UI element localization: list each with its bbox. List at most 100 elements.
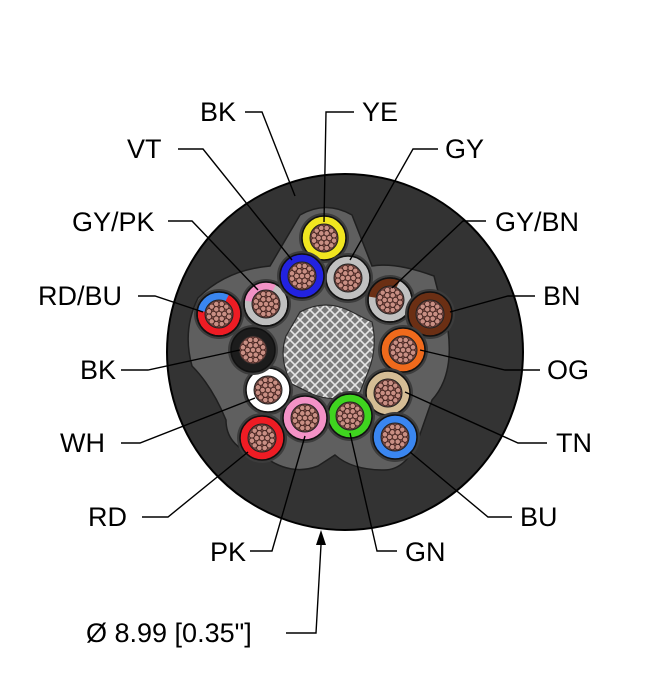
conductor-strand bbox=[326, 235, 333, 241]
conductor-strand bbox=[255, 347, 262, 353]
conductor-strand bbox=[402, 436, 408, 443]
conductor-strand bbox=[289, 270, 295, 277]
conductor-strand bbox=[275, 384, 281, 391]
label-wh: WH bbox=[60, 428, 105, 458]
conductor-strand bbox=[265, 296, 272, 303]
label-gn: GN bbox=[405, 537, 446, 567]
conductor-strand bbox=[341, 413, 348, 419]
conductor-strand bbox=[387, 297, 393, 303]
conductor-strand bbox=[247, 342, 254, 349]
conductor-strand bbox=[429, 321, 436, 327]
conductor-strand bbox=[270, 293, 277, 300]
conductor-strand bbox=[352, 282, 359, 289]
conductor-strand bbox=[309, 422, 316, 429]
conductor-strand bbox=[268, 301, 275, 307]
conductor-strand bbox=[262, 382, 269, 389]
conductor-strand bbox=[253, 435, 260, 441]
conductor-strand bbox=[264, 435, 271, 441]
conductor-strand bbox=[257, 379, 264, 386]
leader-line-gy-pk bbox=[168, 220, 259, 291]
conductor-strand bbox=[389, 444, 396, 450]
conductor-strand bbox=[424, 321, 431, 327]
conductor-strand bbox=[252, 357, 259, 363]
conductor-strand bbox=[424, 301, 431, 307]
conductor-strand bbox=[382, 400, 389, 406]
leader-line-rd-bu bbox=[138, 295, 204, 313]
conductor-strand bbox=[265, 311, 272, 317]
label-bk-conductor: BK bbox=[80, 355, 116, 385]
conductor-strand bbox=[257, 339, 264, 346]
conductor-strand bbox=[213, 306, 220, 313]
conductor-strand bbox=[377, 294, 383, 301]
label-gy-bn: GY/BN bbox=[495, 207, 579, 237]
conductor-strand bbox=[291, 265, 298, 272]
conductor-layer bbox=[194, 213, 455, 463]
conductor-strand bbox=[206, 313, 212, 320]
conductor-strand bbox=[402, 357, 409, 363]
conductor-strand bbox=[273, 298, 279, 305]
conductor-strand bbox=[256, 430, 263, 437]
conductor-strand bbox=[389, 307, 396, 313]
conductor-strand bbox=[247, 351, 254, 358]
conductor-strand bbox=[402, 351, 409, 358]
conductor-strand bbox=[296, 263, 303, 269]
conductor-strand bbox=[267, 397, 274, 403]
conductor-strand bbox=[345, 275, 351, 281]
conductor-strand bbox=[304, 273, 311, 279]
conductor-strand bbox=[262, 391, 269, 398]
conductor-strand bbox=[344, 423, 351, 429]
conductor-strand bbox=[292, 417, 298, 424]
conductor-strand bbox=[260, 296, 267, 303]
conductor-strand bbox=[392, 297, 399, 303]
leader-lines bbox=[121, 111, 547, 552]
conductor-strand bbox=[260, 291, 267, 297]
conductor-strand bbox=[296, 283, 303, 289]
conductor-rd-bu bbox=[194, 289, 244, 339]
conductor-strand bbox=[434, 318, 441, 325]
conductor-strand bbox=[255, 308, 262, 315]
conductor-strand bbox=[261, 445, 268, 451]
label-vt: VT bbox=[127, 134, 162, 164]
conductor-strand bbox=[328, 242, 335, 249]
conductor-strand bbox=[226, 313, 232, 320]
conductor-strand bbox=[257, 394, 264, 401]
conductor-strand bbox=[394, 347, 401, 353]
conductor-strand bbox=[434, 303, 441, 310]
conductor-vt bbox=[277, 251, 327, 301]
conductor-strand bbox=[397, 299, 403, 306]
conductor-strand bbox=[357, 415, 363, 422]
conductor-strand bbox=[299, 273, 305, 279]
conductor-strand bbox=[395, 392, 401, 399]
conductor-strand bbox=[410, 344, 416, 351]
conductor-strand bbox=[250, 347, 256, 353]
conductor-strand bbox=[344, 417, 351, 424]
conductor-strand bbox=[309, 270, 315, 277]
conductor-strand bbox=[309, 275, 315, 282]
label-bn: BN bbox=[543, 281, 581, 311]
conductor-strand bbox=[352, 267, 359, 274]
label-og: OG bbox=[547, 355, 589, 385]
conductor-strand bbox=[347, 285, 354, 291]
conductor-strand bbox=[301, 268, 308, 275]
label-ye: YE bbox=[362, 97, 398, 127]
conductor-strand bbox=[252, 351, 259, 358]
conductor-strand bbox=[306, 280, 313, 287]
label-jacket-bk: BK bbox=[200, 97, 236, 127]
conductor-strand bbox=[407, 354, 414, 361]
conductor-strand bbox=[304, 425, 311, 431]
conductor-strand bbox=[304, 410, 311, 417]
conductor-strand bbox=[384, 307, 391, 313]
conductor-gy-bn bbox=[365, 275, 415, 325]
conductor-strand bbox=[208, 303, 215, 310]
conductor-strand bbox=[304, 419, 311, 426]
leader-line-ye bbox=[323, 111, 354, 223]
conductor-tn bbox=[363, 368, 413, 418]
conductor-strand bbox=[273, 303, 279, 310]
conductor-strand bbox=[289, 275, 295, 282]
conductor-strand bbox=[267, 382, 274, 389]
conductor-strand bbox=[397, 357, 404, 363]
conductor-strand bbox=[387, 380, 394, 386]
conductor-strand bbox=[256, 445, 263, 451]
